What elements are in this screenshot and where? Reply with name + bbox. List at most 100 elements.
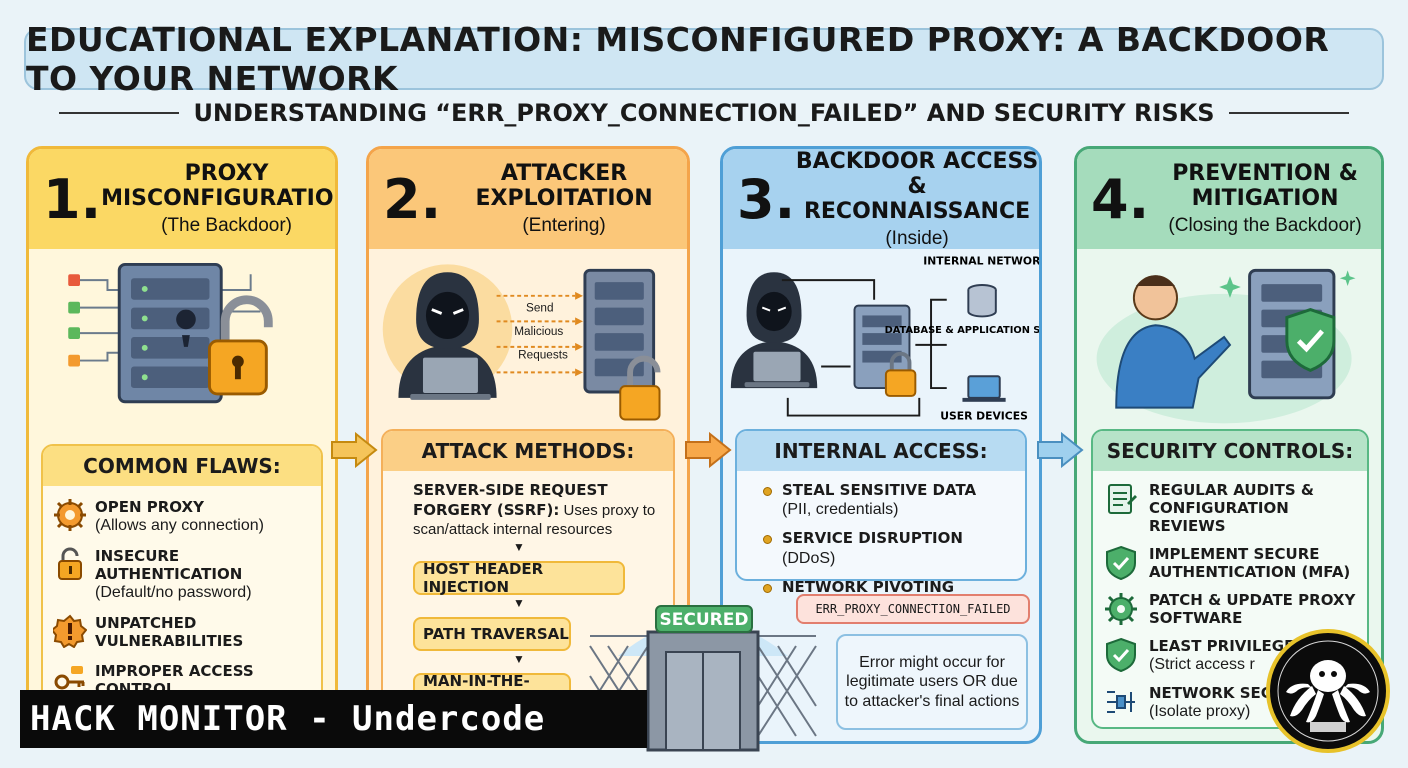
internal-network-illustration: INTERNAL NETWORK DATABASE & APPLICATION …: [730, 254, 1039, 422]
access-item: NETWORK PIVOTING: [737, 578, 1025, 597]
panel-subtitle: (Inside): [885, 227, 949, 249]
ssrf-desc: Uses proxy to scan/attack internal resou…: [413, 501, 656, 538]
request-arrows: [496, 294, 576, 374]
flaw-desc: (Allows any connection): [95, 517, 264, 534]
network-icon: [1107, 691, 1135, 714]
shield-check-icon: [1106, 545, 1136, 581]
access-item: STEAL SENSITIVE DATA(PII, credentials): [737, 481, 1025, 519]
panel-subtitle: (Closing the Backdoor): [1168, 215, 1362, 237]
shield-check-icon: [1106, 637, 1136, 673]
server-icon: [853, 304, 911, 390]
gear-icon: [1105, 593, 1137, 625]
internal-access-heading: INTERNAL ACCESS:: [737, 431, 1025, 471]
secured-label: SECURED: [660, 610, 749, 630]
flaw-desc: (Default/no password): [95, 584, 252, 602]
subtitle-right-rule: [1228, 112, 1349, 114]
admin-securing-server-illustration: [1096, 268, 1356, 424]
right-arrow-icon: [331, 432, 378, 468]
right-arrow-icon: [1037, 432, 1084, 468]
ssrf-item: SERVER-SIDE REQUEST FORGERY (SSRF): Uses…: [383, 471, 673, 539]
octopus-logo-badge: [1266, 629, 1390, 753]
down-arrow: ▼: [513, 596, 525, 611]
secured-sign: [655, 605, 753, 633]
step-number: 4.: [1091, 167, 1150, 231]
node-red: [68, 274, 80, 287]
server-icon: [583, 268, 656, 394]
error-code-callout: ERR_PROXY_CONNECTION_FAILED: [796, 594, 1030, 624]
illustration-label: INTERNAL NETWORK: [923, 254, 1039, 267]
watermark-banner: HACK MONITOR - Undercode: [20, 690, 647, 748]
server-padlock-illustration: [68, 262, 273, 404]
access-title: SERVICE DISRUPTION: [782, 529, 963, 548]
watermark-text: HACK MONITOR - Undercode: [30, 699, 546, 739]
step-number: 1.: [43, 167, 102, 231]
access-desc: (DDoS): [782, 549, 836, 567]
node-green: [68, 327, 80, 339]
page-subtitle: UNDERSTANDING “ERR_PROXY_CONNECTION_FAIL…: [193, 99, 1215, 127]
control-title: REGULAR AUDITS & CONFIGURATION REVIEWS: [1149, 481, 1314, 535]
node-orange: [68, 354, 80, 367]
panel-title-line: ATTACKER: [500, 161, 628, 187]
padlock-icon: [884, 351, 917, 397]
laptop-icon: [410, 355, 491, 400]
access-desc: (PII, credentials): [782, 501, 899, 519]
illustration-label: DATABASE & APPLICATION SERVERS: [885, 325, 1039, 336]
flaw-title: INSECURE AUTHENTICATION: [95, 547, 243, 584]
control-item: LEAST PRIVILEGE(Strict access r: [1093, 637, 1367, 674]
bullet-dot: [763, 487, 772, 496]
subtitle-left-rule: [59, 112, 180, 114]
error-note: Error might occur for legitimate users O…: [836, 634, 1028, 730]
panel-title-line: MITIGATION: [1191, 186, 1339, 212]
warning-badge-icon: [53, 614, 87, 649]
control-title: LEAST PRIVILEGE: [1149, 637, 1295, 655]
illustration-label: Send: [526, 302, 553, 315]
control-title: IMPLEMENT SECURE AUTHENTICATION (MFA): [1149, 545, 1351, 581]
method-path-traversal: PATH TRAVERSAL: [413, 617, 571, 652]
open-padlock-icon: [58, 547, 82, 581]
node-green: [68, 301, 80, 314]
flaw-title: UNPATCHED VULNERABILITIES: [95, 614, 244, 651]
control-desc: (Isolate proxy): [1149, 703, 1251, 721]
secured-gate-illustration: SECURED: [589, 605, 817, 752]
panel-title-line: PREVENTION &: [1172, 161, 1358, 187]
keyboard-icon: [1310, 722, 1346, 732]
attacker-illustration: Send Malicious Requests: [382, 264, 661, 421]
panel-title-line: & RECONNAISSANCE: [803, 173, 1031, 224]
panel-title-line: PROXY: [184, 161, 269, 187]
step-number: 3.: [737, 167, 796, 231]
flaw-item: INSECURE AUTHENTICATION(Default/no passw…: [43, 547, 321, 602]
control-desc: (Strict access r: [1149, 656, 1255, 673]
access-item: SERVICE DISRUPTION (DDoS): [737, 529, 1025, 567]
bullet-dot: [763, 583, 772, 593]
flaw-title: OPEN PROXY: [95, 498, 204, 516]
control-item: PATCH & UPDATE PROXY SOFTWARE: [1093, 591, 1367, 627]
illustration-label: Malicious: [514, 325, 563, 338]
illustration-label: USER DEVICES: [940, 409, 1028, 422]
panel-header: 3. BACKDOOR ACCESS & RECONNAISSANCE (Ins…: [723, 149, 1039, 249]
security-controls-heading: SECURITY CONTROLS:: [1093, 431, 1367, 471]
title-banner: EDUCATIONAL EXPLANATION: MISCONFIGURED P…: [24, 20, 1384, 98]
sparkle-icon: [1219, 270, 1356, 298]
method-host-header: HOST HEADER INJECTION: [413, 560, 625, 596]
checklist-icon: [1108, 484, 1137, 514]
database-icon: [967, 284, 997, 318]
panel-title-line: EXPLOITATION: [475, 186, 653, 212]
flaw-item: UNPATCHED VULNERABILITIES: [43, 614, 321, 650]
octopus-icon: [1286, 660, 1370, 723]
down-arrow: ▼: [513, 540, 525, 555]
flow-arrows: [781, 279, 947, 417]
security-controls-box: SECURITY CONTROLS: REGULAR AUDITS & CONF…: [1091, 429, 1369, 729]
down-arrow: ▼: [513, 652, 525, 667]
subtitle-row: UNDERSTANDING “ERR_PROXY_CONNECTION_FAIL…: [0, 96, 1408, 130]
open-padlock-icon: [619, 355, 661, 421]
internal-access-box: INTERNAL ACCESS: STEAL SENSITIVE DATA(PI…: [735, 429, 1027, 596]
attack-methods-box: ATTACK METHODS: SERVER-SIDE REQUEST FORG…: [381, 429, 675, 741]
laptop-icon: [744, 349, 810, 388]
shield-check-icon: [1285, 308, 1336, 372]
page-title: EDUCATIONAL EXPLANATION: MISCONFIGURED P…: [26, 20, 1330, 98]
gear-warning-icon: [54, 499, 86, 531]
flaw-item: OPEN PROXY(Allows any connection): [43, 498, 321, 535]
panel-subtitle: (The Backdoor): [161, 215, 293, 237]
laptop-icon: [962, 375, 1006, 402]
panel-title-line: MISCONFIGURATION: [101, 186, 338, 212]
